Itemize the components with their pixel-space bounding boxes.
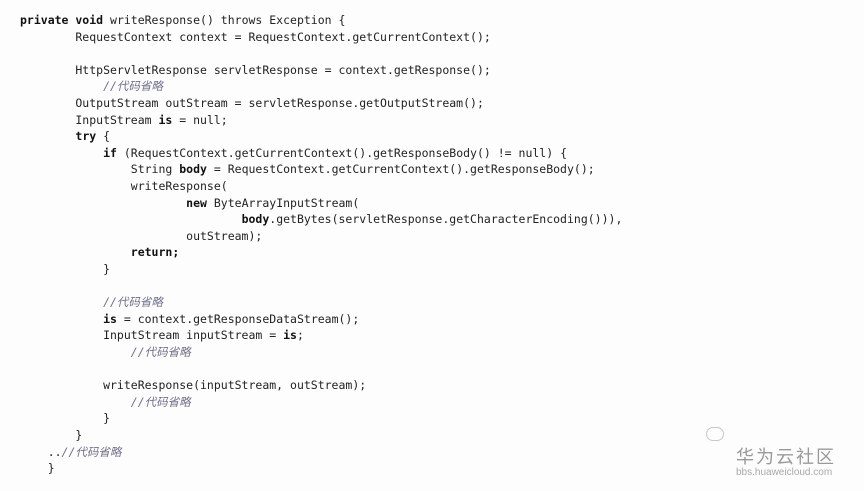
code-keyword: private void xyxy=(20,13,104,27)
code-text: writeResponse(inputStream, outStream); xyxy=(20,378,367,393)
code-line: String body = RequestContext.getCurrentC… xyxy=(20,161,595,177)
wechat-bubble-icon xyxy=(706,427,724,441)
code-line: } xyxy=(20,427,82,443)
code-text: RequestContext context = RequestContext.… xyxy=(20,29,491,44)
code-keyword: is xyxy=(158,112,173,127)
code-line: writeResponse( xyxy=(20,178,228,194)
code-text xyxy=(20,212,242,226)
code-line: } xyxy=(20,460,55,476)
code-line: body.getBytes(servletResponse.getCharact… xyxy=(20,211,623,227)
code-text: { xyxy=(96,129,111,144)
code-line: ..//代码省略 xyxy=(20,444,122,460)
code-line: private void writeResponse() throws Exce… xyxy=(20,12,345,28)
code-line: if (RequestContext.getCurrentContext().g… xyxy=(20,145,567,161)
code-line: //代码省略 xyxy=(20,78,163,94)
code-text: } xyxy=(20,262,111,276)
code-text: = null; xyxy=(172,112,228,127)
code-keyword: new xyxy=(186,195,207,210)
code-line: return; xyxy=(20,244,179,260)
watermark-url: bbs.huaweicloud.com xyxy=(736,467,833,478)
code-comment: //代码省略 xyxy=(20,394,191,409)
code-text xyxy=(20,196,186,210)
code-line: try { xyxy=(20,128,110,144)
code-text xyxy=(20,312,103,326)
code-line: OutputStream outStream = servletResponse… xyxy=(20,95,484,111)
code-text: ; xyxy=(296,328,304,343)
code-line: writeResponse(inputStream, outStream); xyxy=(20,377,366,393)
code-line: RequestContext context = RequestContext.… xyxy=(20,29,491,45)
watermark-brand: 华为云社区 xyxy=(736,447,836,468)
code-line: new ByteArrayInputStream( xyxy=(20,195,359,211)
code-text: .. xyxy=(20,444,62,459)
code-text: } xyxy=(20,428,83,442)
wechat-account-mark xyxy=(706,427,724,441)
watermark: 华为云社区 bbs.huaweicloud.com xyxy=(706,427,856,485)
code-text: String xyxy=(20,162,180,177)
code-keyword: is xyxy=(283,328,297,343)
code-keyword: try xyxy=(75,129,97,144)
code-line: } xyxy=(20,261,110,277)
code-line: } xyxy=(20,410,110,426)
code-line: is = context.getResponseDataStream(); xyxy=(20,311,359,327)
code-text: ByteArrayInputStream( xyxy=(206,195,360,210)
code-keyword: body xyxy=(179,162,207,177)
code-text xyxy=(20,146,103,160)
code-text: InputStream xyxy=(20,112,159,127)
code-text: outStream); xyxy=(20,228,263,243)
code-text: writeResponse() throws Exception { xyxy=(103,13,346,27)
code-line: //代码省略 xyxy=(20,394,191,410)
code-line: outStream); xyxy=(20,228,262,244)
code-keyword: if xyxy=(103,145,117,160)
code-text: (RequestContext.getCurrentContext().getR… xyxy=(116,145,567,160)
code-text: writeResponse( xyxy=(20,179,228,193)
code-comment: //代码省略 xyxy=(61,444,122,459)
code-keyword: is xyxy=(103,311,117,326)
code-line: HttpServletResponse servletResponse = co… xyxy=(20,62,491,78)
code-text: .getBytes(servletResponse.getCharacterEn… xyxy=(269,212,623,227)
code-text xyxy=(20,129,75,143)
code-text: = RequestContext.getCurrentContext().get… xyxy=(206,162,595,177)
code-text xyxy=(20,245,131,259)
code-text: = context.getResponseDataStream(); xyxy=(116,311,360,326)
code-comment: //代码省略 xyxy=(20,79,163,94)
code-text: HttpServletResponse servletResponse = co… xyxy=(20,62,491,77)
code-keyword: return; xyxy=(130,245,180,260)
code-text: } xyxy=(20,461,55,476)
code-comment: //代码省略 xyxy=(20,345,191,359)
code-text: } xyxy=(20,411,111,426)
code-comment: //代码省略 xyxy=(20,295,163,310)
code-line: InputStream inputStream = is; xyxy=(20,327,304,343)
code-keyword: body xyxy=(241,212,270,227)
code-line: InputStream is = null; xyxy=(20,112,228,128)
code-text: OutputStream outStream = servletResponse… xyxy=(20,96,484,110)
code-line: //代码省略 xyxy=(20,344,191,360)
code-line: //代码省略 xyxy=(20,294,163,310)
code-text: InputStream inputStream = xyxy=(20,328,284,343)
